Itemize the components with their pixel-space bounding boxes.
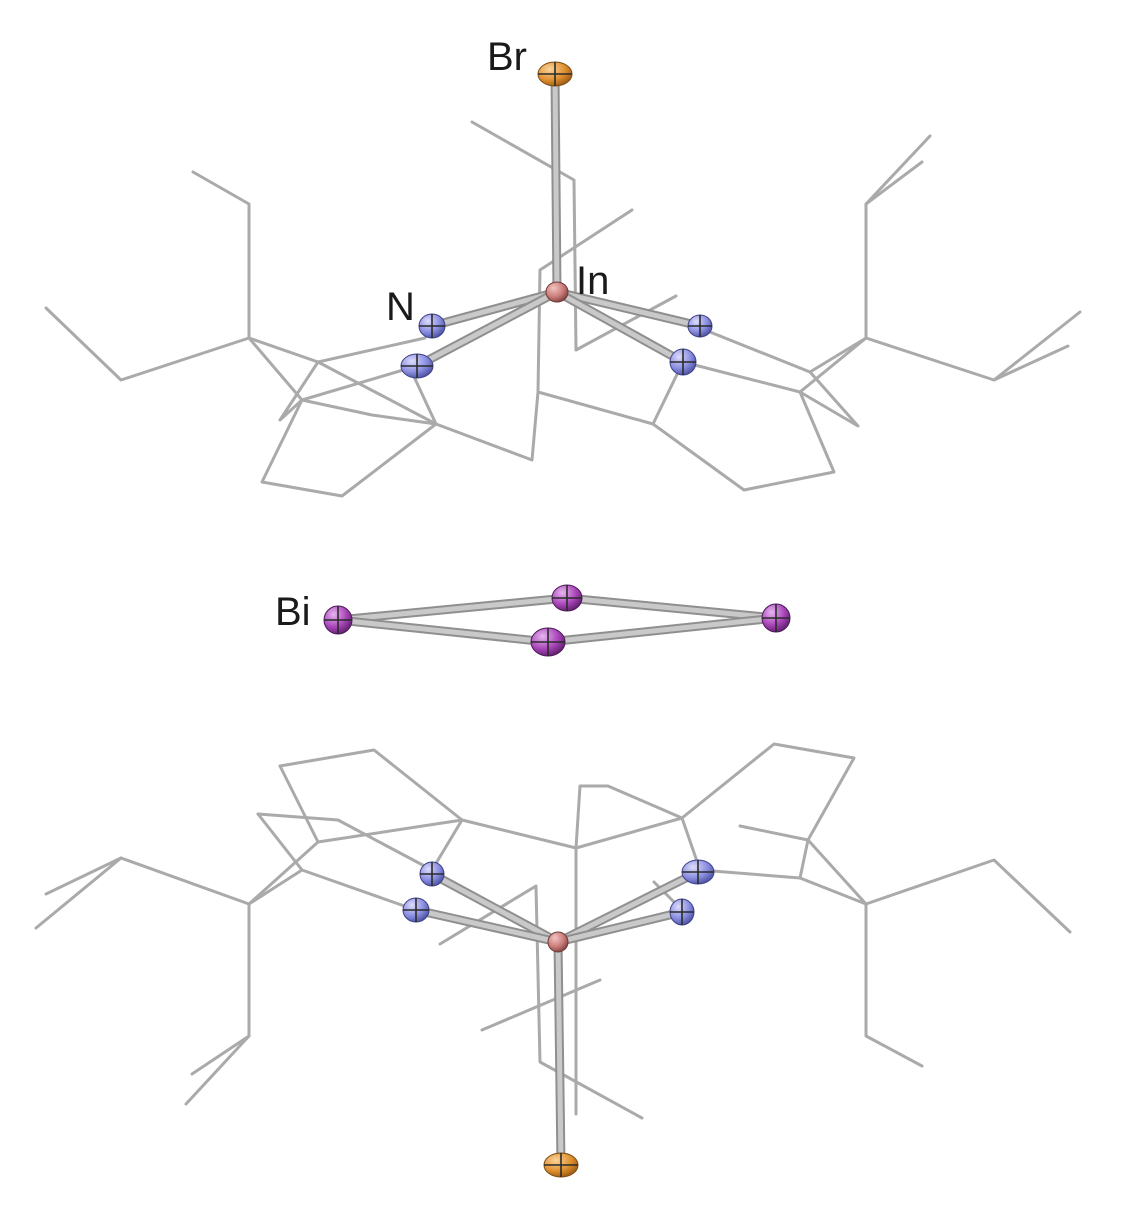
bismuth-ring-bonds (333, 593, 781, 647)
top-bonds (412, 70, 705, 371)
indium-atom-top (545, 281, 569, 303)
bismuth-atom-4 (530, 627, 566, 657)
nitrogen-atom-top-1 (418, 313, 446, 339)
nitrogen-atom-bottom-2 (402, 897, 430, 923)
nitrogen-atom-bottom-4 (669, 898, 695, 926)
nitrogen-atom-top-3 (687, 314, 713, 338)
nitrogen-atom-bottom-3 (681, 859, 715, 885)
label-bi: Bi (275, 590, 311, 634)
bismuth-atom-1 (323, 605, 353, 635)
bottom-bonds (411, 867, 703, 1169)
top-ligand-wireframe (44, 120, 1082, 498)
bromine-atom-bottom (543, 1152, 579, 1178)
bismuth-atom-2 (551, 584, 583, 612)
bromine-atom-top (537, 61, 573, 87)
bismuth-atom-3 (761, 603, 791, 633)
indium-atom-bottom (547, 931, 569, 953)
nitrogen-atom-bottom-1 (419, 861, 445, 887)
label-in: In (576, 259, 609, 303)
label-n: N (386, 285, 415, 329)
nitrogen-atom-top-4 (669, 348, 697, 376)
label-br: Br (487, 35, 527, 79)
bottom-ligand-wireframe (34, 742, 1072, 1120)
nitrogen-atom-top-2 (400, 353, 434, 379)
